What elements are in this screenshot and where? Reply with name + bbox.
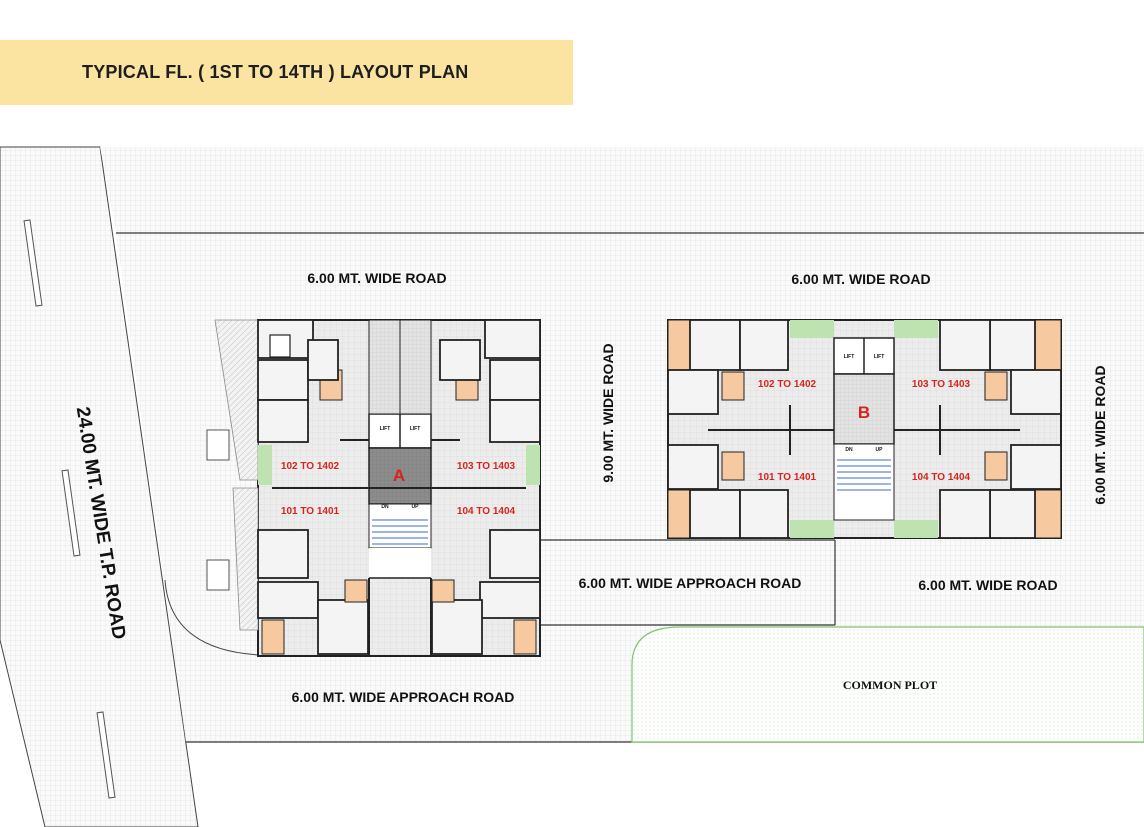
stair-dn-label-b: DN	[845, 447, 853, 453]
stair-dn-label-a: DN	[381, 504, 389, 510]
common-plot: COMMON PLOT	[631, 626, 1144, 743]
flat-label-b-101: 101 TO 1401	[758, 472, 817, 483]
stair-up-label-a: UP	[412, 504, 420, 510]
flat-label-b-103: 103 TO 1403	[912, 379, 971, 390]
title-banner: TYPICAL FL. ( 1ST TO 14TH ) LAYOUT PLAN	[0, 40, 573, 105]
flat-label-b-102: 102 TO 1402	[758, 379, 817, 390]
road-label-right-bottom: 6.00 MT. WIDE ROAD	[918, 577, 1057, 593]
lift-label-a1: LIFT	[380, 426, 391, 432]
flat-label-a-103: 103 TO 1403	[457, 461, 516, 472]
page-title: TYPICAL FL. ( 1ST TO 14TH ) LAYOUT PLAN	[82, 62, 469, 82]
road-label-top-left: 6.00 MT. WIDE ROAD	[307, 270, 446, 286]
stair-up-label-b: UP	[876, 447, 884, 453]
flat-label-b-104: 104 TO 1404	[912, 472, 971, 483]
road-label-approach-middle: 6.00 MT. WIDE APPROACH ROAD	[579, 575, 802, 591]
building-a: LIFT LIFT DN UP A 102 TO 1402 103 TO 140…	[214, 319, 541, 657]
road-label-middle-vertical: 9.00 MT. WIDE ROAD	[600, 343, 616, 482]
road-medians	[23, 219, 230, 799]
building-b: LIFT LIFT DN UP B 102 TO 1402 103 TO 140…	[667, 319, 1062, 539]
common-plot-label: COMMON PLOT	[843, 678, 937, 692]
top-road-area	[100, 147, 1144, 233]
flat-label-a-101: 101 TO 1401	[281, 506, 340, 517]
flat-label-a-102: 102 TO 1402	[281, 461, 340, 472]
lift-label-a2: LIFT	[410, 426, 421, 432]
building-b-name: B	[858, 403, 870, 422]
flat-label-a-104: 104 TO 1404	[457, 506, 516, 517]
lift-label-b1: LIFT	[844, 354, 855, 360]
building-a-name: A	[393, 466, 405, 485]
road-label-right-vertical: 6.00 MT. WIDE ROAD	[1092, 365, 1108, 504]
road-label-approach-bottom: 6.00 MT. WIDE APPROACH ROAD	[292, 689, 515, 705]
tp-road-area	[0, 146, 199, 827]
lift-label-b2: LIFT	[874, 354, 885, 360]
road-label-top-right: 6.00 MT. WIDE ROAD	[791, 271, 930, 287]
